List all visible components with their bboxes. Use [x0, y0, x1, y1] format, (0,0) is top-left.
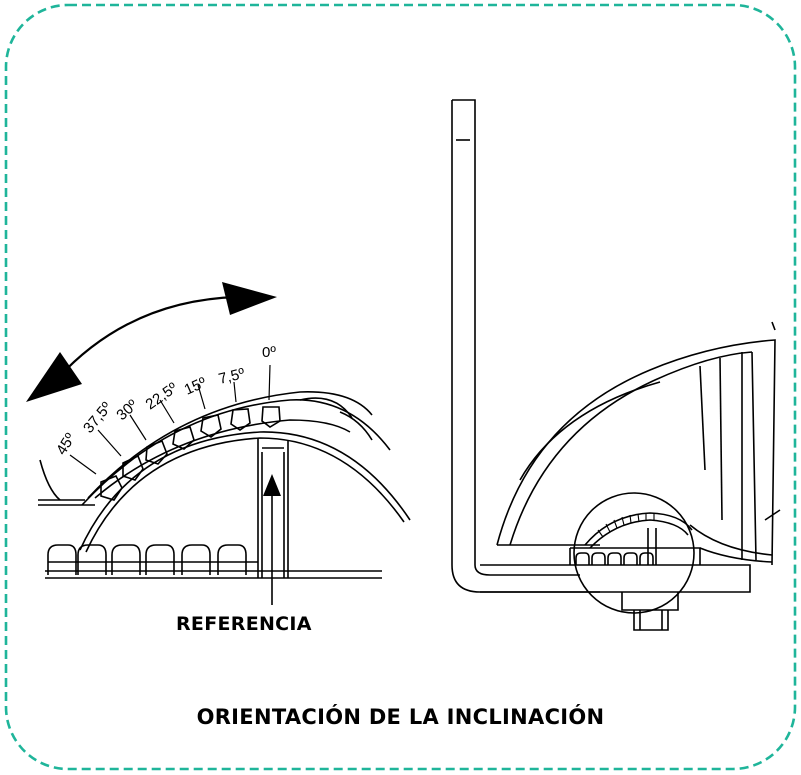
- scale-detail: [26, 282, 411, 605]
- mounting-arm: [452, 99, 580, 576]
- luminaire-body: [496, 339, 776, 566]
- scale-arc-inner: [94, 419, 351, 499]
- lower-teeth: [47, 544, 258, 575]
- label-leaders: [69, 364, 271, 475]
- rotation-arrow-icon: [26, 282, 277, 402]
- fixture-side-view: [451, 99, 781, 631]
- angle-label-7-5: 7,5º: [217, 365, 247, 388]
- angle-label-22-5: 22,5º: [143, 379, 182, 413]
- reference-arrow-icon: [263, 474, 281, 605]
- diagram-title: ORIENTACIÓN DE LA INCLINACIÓN: [196, 705, 605, 729]
- support-arc: [79, 431, 411, 551]
- angle-labels: 45º 37,5º 30º 22,5º 15º 7,5º 0º: [53, 344, 276, 458]
- tilt-knob: [621, 592, 679, 611]
- dashed-frame: [4, 3, 797, 771]
- scale-arc-outer: [81, 399, 391, 506]
- reference-post: [257, 438, 289, 578]
- angle-label-30: 30º: [113, 396, 141, 424]
- angle-label-45: 45º: [53, 430, 79, 458]
- scale-notches: [100, 406, 281, 501]
- reference-label: REFERENCIA: [176, 613, 312, 635]
- angle-label-15: 15º: [182, 374, 210, 399]
- base-plate: [480, 564, 751, 593]
- angle-label-0: 0º: [262, 344, 276, 361]
- angle-label-37-5: 37,5º: [80, 399, 116, 437]
